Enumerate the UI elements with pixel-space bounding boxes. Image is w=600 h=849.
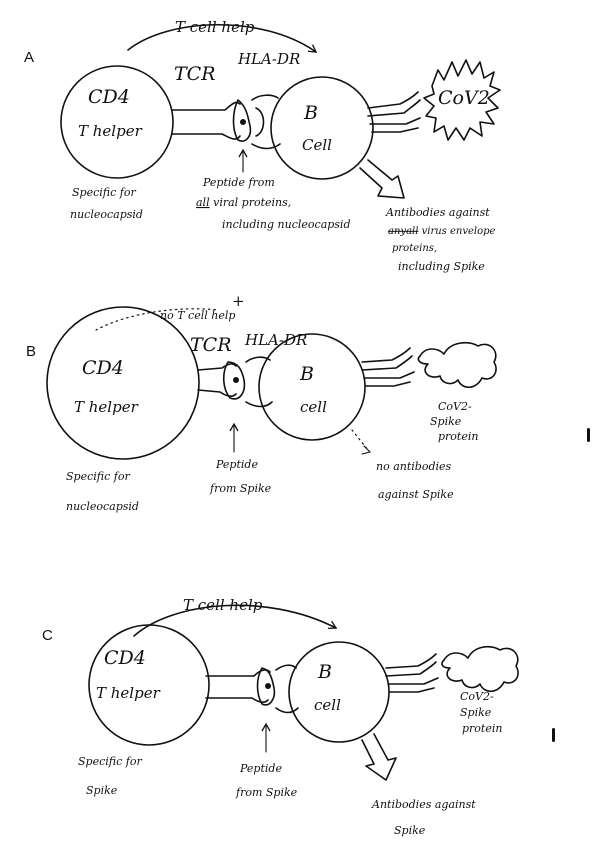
- hla-dr-label: HLA-DR: [237, 50, 300, 68]
- specificity-line-2: nucleocapsid: [70, 208, 143, 221]
- antibodies-struck-any: any: [388, 226, 406, 237]
- b-cell-label-2: cell: [300, 398, 327, 416]
- b-cell: [288, 641, 390, 743]
- t-helper-label: T helper: [96, 684, 161, 702]
- specificity-line-2: Spike: [86, 784, 118, 797]
- peptide-line-2: from Spike: [235, 786, 298, 799]
- panel-letter-c: C: [42, 627, 53, 644]
- cd4-label: CD4: [104, 647, 146, 669]
- cd4-t-helper-cell: [46, 306, 200, 460]
- panel-c: C T cell help CD4 T helper Specific for …: [42, 596, 519, 837]
- peptide-line-2-rest: viral proteins,: [210, 196, 292, 209]
- spike-line-2: Spike: [460, 706, 492, 719]
- specificity-line-1: Specific for: [78, 755, 142, 768]
- peptide-dot: [233, 377, 239, 383]
- peptide-dot: [265, 683, 271, 689]
- cd4-label: CD4: [88, 86, 130, 108]
- spike-line-3: protein: [462, 722, 502, 735]
- specificity-line-1: Specific for: [66, 470, 130, 483]
- antibodies-line-1: Antibodies against: [385, 206, 490, 219]
- hla-dr-molecule: [245, 356, 273, 408]
- no-antibodies-line-1: no antibodies: [376, 460, 452, 473]
- antibodies-line-1: Antibodies against: [371, 798, 476, 811]
- peptide-line-2: all viral proteins,: [196, 196, 291, 209]
- tcr-stalk: [197, 363, 237, 397]
- panel-letter-b: B: [26, 343, 36, 360]
- spike-line-3: protein: [438, 430, 478, 443]
- tcr-label: TCR: [174, 63, 216, 85]
- specificity-line-2: nucleocapsid: [66, 500, 139, 513]
- peptide-all-word: all: [196, 196, 210, 209]
- no-help-label: no T cell help: [160, 309, 235, 322]
- antibodies-line-2: anyall virus envelope: [388, 226, 496, 237]
- hla-dr-molecule: [275, 664, 299, 714]
- b-cell-label-2: cell: [314, 696, 341, 714]
- b-cell-receptors: [385, 653, 439, 693]
- b-cell-receptors: [367, 91, 421, 133]
- peptide-dot: [240, 119, 246, 125]
- cov2-label: CoV2: [438, 87, 490, 109]
- peptide-line-2: from Spike: [209, 482, 272, 495]
- antibodies-struck-all: all: [406, 226, 418, 237]
- t-cell-help-arrow: [127, 24, 318, 53]
- cov2-virus: [423, 59, 501, 141]
- cd4-t-helper-cell: [88, 624, 210, 746]
- b-cell: [258, 333, 366, 441]
- no-antibody-dashed-arrow: [351, 429, 369, 451]
- antibodies-line-2: Spike: [394, 824, 426, 837]
- no-antibodies-line-2: against Spike: [378, 488, 454, 501]
- peptide-line-3: including nucleocapsid: [222, 218, 351, 231]
- tcr-head: [256, 667, 276, 706]
- hla-dr-label: HLA-DR: [244, 331, 307, 349]
- spike-protein-blob: [417, 341, 497, 389]
- b-cell-label-1: B: [317, 661, 332, 683]
- spike-line-1: CoV2-: [460, 690, 494, 703]
- tcr-label: TCR: [190, 334, 232, 356]
- panel-a: A T cell help CD4 T helper Specific for …: [24, 18, 501, 273]
- edge-mark: [587, 428, 590, 442]
- cd4-t-helper-cell: [60, 65, 174, 179]
- no-help-dotted-arc: [95, 308, 219, 331]
- b-cell-receptors: [361, 347, 415, 387]
- panel-b: B no T cell help + CD4 T helper Specific…: [26, 292, 497, 513]
- t-cell-help-label: T cell help: [175, 18, 255, 36]
- tcr-head: [232, 99, 252, 142]
- tcr-stalk: [205, 669, 271, 703]
- peptide-line-1: Peptide: [239, 762, 282, 775]
- t-helper-label: T helper: [74, 398, 139, 416]
- b-cell-label-1: B: [299, 363, 314, 385]
- specificity-line-1: Specific for: [72, 186, 136, 199]
- b-cell-label-1: B: [303, 102, 318, 124]
- antibodies-line-2-rest: virus envelope: [418, 226, 495, 237]
- peptide-line-1: Peptide from: [202, 176, 275, 189]
- t-cell-help-label: T cell help: [183, 596, 263, 614]
- cd4-label: CD4: [82, 357, 124, 379]
- antibodies-line-4: including Spike: [398, 260, 485, 273]
- antibodies-line-3: proteins,: [392, 243, 437, 254]
- hla-dr-molecule: [251, 94, 281, 150]
- spike-line-1: CoV2-: [438, 400, 472, 413]
- panel-letter-a: A: [24, 49, 34, 66]
- no-help-cross: +: [232, 292, 245, 310]
- b-cell-label-2: Cell: [302, 136, 332, 154]
- edge-mark: [552, 728, 555, 742]
- tcr-head: [222, 361, 246, 400]
- no-antibody-arrowhead: [361, 445, 372, 455]
- peptide-line-1: Peptide: [215, 458, 258, 471]
- spike-line-2: Spike: [430, 415, 462, 428]
- tcr-stalk: [171, 101, 241, 140]
- t-helper-label: T helper: [78, 122, 143, 140]
- b-cell: [270, 76, 374, 180]
- antibody-output-arrow: [359, 159, 405, 199]
- antibody-output-arrow: [361, 733, 397, 781]
- spike-protein-blob: [441, 645, 519, 693]
